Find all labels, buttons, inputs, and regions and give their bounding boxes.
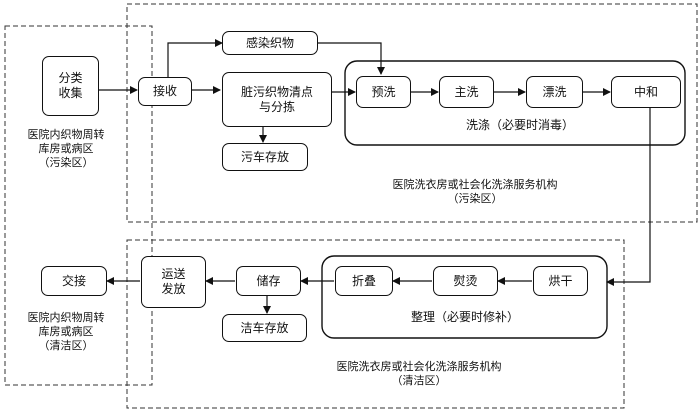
node-clean-cart: 洁车存放 <box>222 314 307 342</box>
node-prewash: 预洗 <box>356 76 411 108</box>
finishing-group-frame <box>321 255 608 339</box>
zone-label-laundry-dirty: 医院洗衣房或社会化洗涤服务机构 （污染区） <box>392 178 558 205</box>
zone-boundary-laundry-dirty <box>126 3 698 223</box>
node-rinse: 漂洗 <box>526 76 583 108</box>
washing-group-frame <box>344 60 686 146</box>
node-sort-collect: 分类 收集 <box>42 56 99 116</box>
node-fold: 折叠 <box>335 266 393 296</box>
arrow-receive-to-infected <box>167 39 223 77</box>
node-sort-dirty: 脏污织物清点 与分拣 <box>222 72 332 127</box>
node-iron: 熨烫 <box>433 266 498 296</box>
node-infected-fabric: 感染织物 <box>222 31 318 55</box>
node-dirty-cart: 污车存放 <box>222 143 308 171</box>
node-transport: 运送 发放 <box>141 256 206 308</box>
zone-label-hospital-dirty: 医院内织物周转 库房或病区 （污染区） <box>27 128 105 169</box>
node-neutralize: 中和 <box>611 76 681 108</box>
finishing-group-caption: 整理（必要时修补） <box>410 310 519 324</box>
node-main-wash: 主洗 <box>439 76 494 108</box>
node-handover: 交接 <box>41 266 107 296</box>
arrow-infected-to-prewash <box>318 42 385 75</box>
arrow-neutralize-to-dry <box>606 108 651 286</box>
zone-boundary-laundry-clean <box>126 239 625 409</box>
node-receive: 接收 <box>138 77 192 106</box>
washing-group-caption: 洗涤（必要时消毒） <box>465 118 574 132</box>
zone-boundary-hospital <box>4 25 153 386</box>
zone-label-hospital-clean: 医院内织物周转 库房或病区 （清洁区） <box>27 311 105 352</box>
zone-label-laundry-clean: 医院洗衣房或社会化洗涤服务机构 （清洁区） <box>336 360 502 387</box>
node-store: 储存 <box>236 266 301 296</box>
node-dry: 烘干 <box>533 266 588 296</box>
